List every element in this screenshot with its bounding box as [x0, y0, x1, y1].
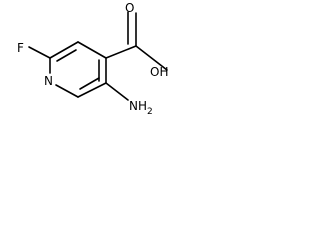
atom-oh: OH — [150, 65, 168, 79]
bond-c3-c2 — [49, 41, 79, 59]
atom-o-carbonyl: O — [125, 1, 134, 15]
bond-c6-c5 — [77, 82, 107, 98]
atom-n-ring: N — [44, 74, 53, 88]
bond-c2-f — [28, 46, 51, 59]
bond-c3-c2-inner — [56, 49, 77, 62]
bond-c4-c3 — [77, 41, 107, 59]
bond-n-c6 — [55, 84, 79, 98]
bond-c-hydroxyl-o — [135, 45, 168, 71]
bond-layer — [28, 11, 168, 101]
atom-label-layer: O OH F N NH2 — [17, 1, 168, 117]
chemical-structure-drawing: O OH F N NH2 — [17, 1, 168, 117]
bond-c6-c5-inner — [79, 77, 100, 90]
bond-c4-c-carboxyl — [105, 45, 137, 59]
atom-f: F — [17, 41, 24, 55]
atom-nh2-main: NH — [129, 99, 147, 113]
structure-canvas: O OH F N NH2 — [0, 0, 198, 140]
atom-nh2-subscript: 2 — [147, 107, 153, 117]
atom-nh2: NH2 — [129, 99, 153, 117]
bond-c5-n-amino — [105, 82, 129, 101]
